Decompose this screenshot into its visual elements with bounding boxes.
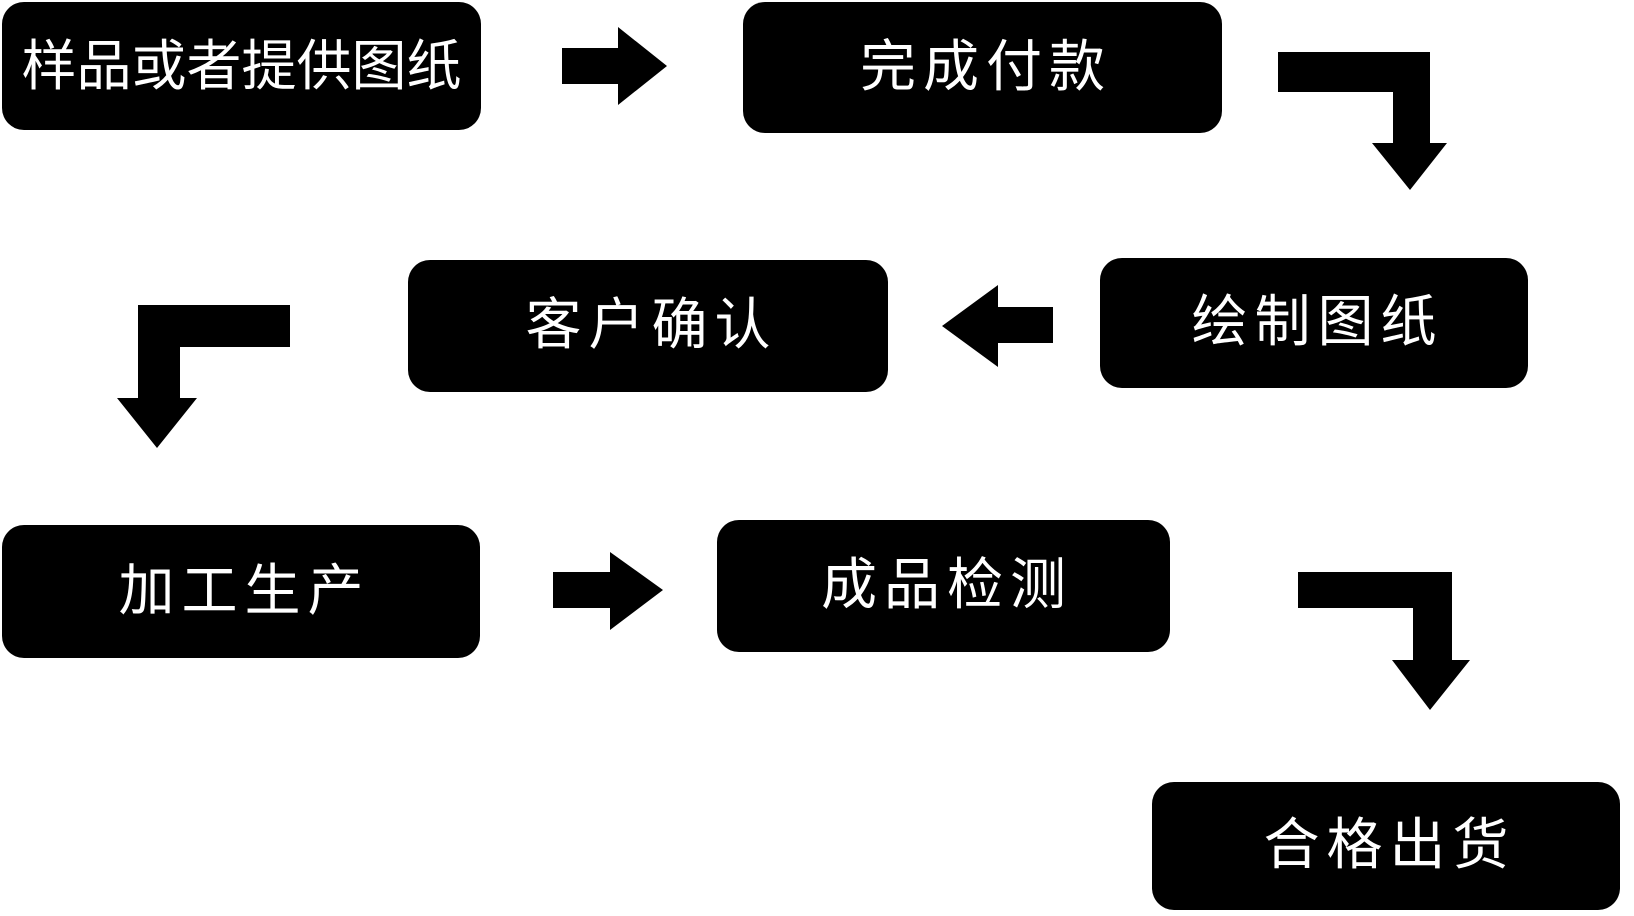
arrow-right-icon: [553, 552, 663, 630]
flow-node-label: 完成付款: [860, 34, 1112, 100]
arrow-left-icon: [942, 285, 1053, 367]
flow-node-qualified-shipment: 合格出货: [1152, 782, 1620, 910]
arrow-elbow-right-down-icon: [1298, 572, 1470, 710]
arrow-elbow-left-down-shape: [117, 305, 290, 448]
flow-node-sample-or-drawings: 样品或者提供图纸: [2, 2, 481, 130]
arrow-left-shape: [942, 285, 1053, 367]
flow-node-label: 合格出货: [1263, 813, 1516, 878]
flow-node-draw-drawings: 绘制图纸: [1100, 258, 1528, 388]
arrow-elbow-right-down-shape: [1298, 572, 1470, 710]
arrow-right-shape: [562, 27, 667, 105]
flow-node-label: 客户确认: [525, 293, 778, 358]
flow-node-label: 成品检测: [821, 553, 1073, 618]
flow-node-complete-payment: 完成付款: [743, 2, 1222, 133]
flow-node-label: 样品或者提供图纸: [21, 33, 462, 98]
arrow-elbow-right-down-shape: [1278, 52, 1447, 190]
flow-node-label: 加工生产: [118, 558, 371, 624]
flow-node-processing-production: 加工生产: [2, 525, 480, 658]
arrow-right-shape: [553, 552, 663, 630]
arrow-elbow-left-down-icon: [117, 305, 290, 448]
flow-node-label: 绘制图纸: [1191, 290, 1444, 355]
arrow-right-icon: [562, 27, 667, 105]
arrow-elbow-right-down-icon: [1278, 52, 1447, 190]
flow-node-finished-product-inspection: 成品检测: [717, 520, 1170, 652]
flow-node-customer-confirmation: 客户确认: [408, 260, 888, 392]
